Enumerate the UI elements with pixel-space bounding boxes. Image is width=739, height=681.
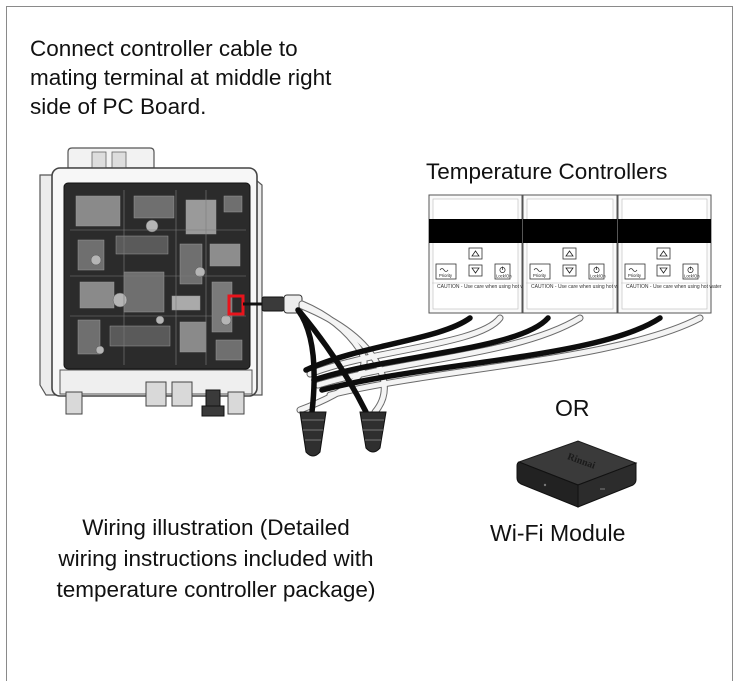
priority-label: Priority: [628, 273, 642, 278]
controller-unit-1: Priority Lock/On CAUTION - Use care when…: [429, 195, 533, 313]
up-button: [563, 248, 576, 259]
lock-label: Lock/On: [590, 274, 606, 279]
up-button: [657, 248, 670, 259]
water-heater-unit: [40, 148, 302, 416]
wifi-module: Rinnai: [517, 441, 636, 507]
up-button: [469, 248, 482, 259]
priority-label: Priority: [439, 273, 453, 278]
wire-nut-left: [300, 412, 326, 456]
wire-nut-right: [360, 412, 386, 452]
controller-unit-2: Priority Lock/On CAUTION - Use care when…: [523, 195, 627, 313]
controller-cables: [298, 304, 700, 412]
down-button: [469, 265, 482, 276]
down-button: [563, 265, 576, 276]
controller-unit-3: Priority Lock/On CAUTION - Use care when…: [618, 195, 722, 313]
controller-display: [523, 219, 617, 243]
caution-text: CAUTION - Use care when using hot water: [437, 284, 533, 290]
controller-display: [429, 219, 522, 243]
controller-display: [618, 219, 711, 243]
priority-label: Priority: [533, 273, 547, 278]
caution-text: CAUTION - Use care when using hot water: [531, 284, 627, 290]
lock-label: Lock/On: [496, 274, 512, 279]
caution-text: CAUTION - Use care when using hot water: [626, 284, 722, 290]
down-button: [657, 265, 670, 276]
lock-label: Lock/On: [684, 274, 700, 279]
